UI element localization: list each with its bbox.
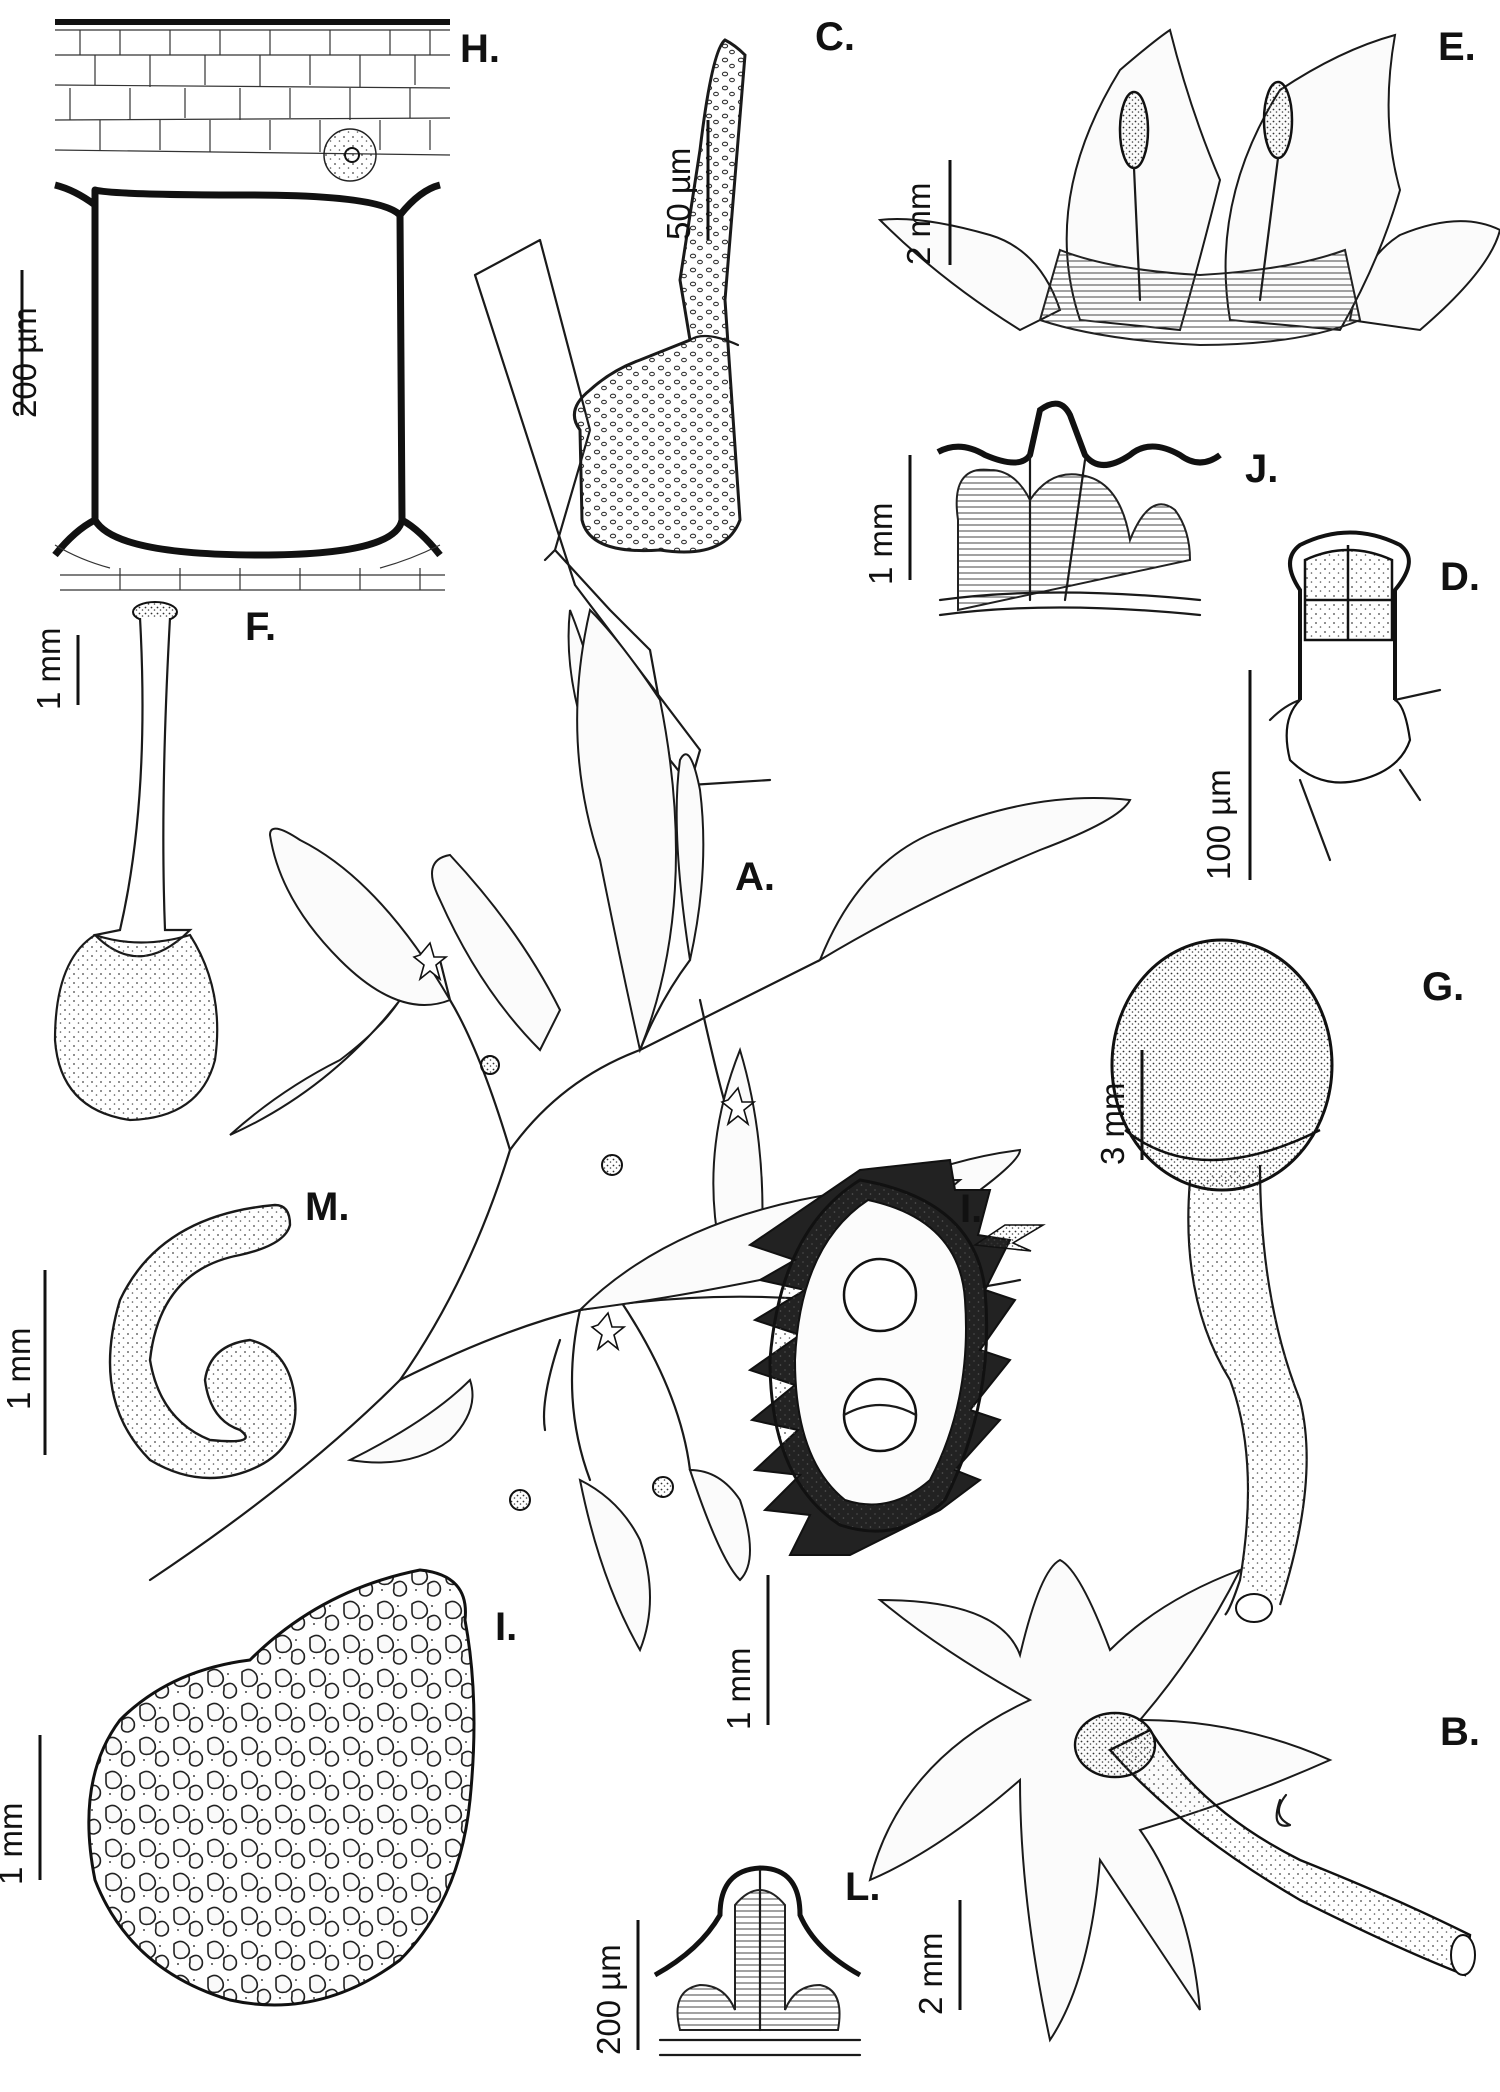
panel-h-label-group: H. 200 µm [6,27,500,418]
panel-j-label: I. [960,1187,982,1231]
panel-f-label-group: F. 1 mm [30,605,276,710]
panel-b-flower [868,1558,1476,2043]
panel-h-scale-text: 200 µm [6,307,43,418]
panel-h-leaf-section [52,19,451,591]
panel-g-label-group: G. 3 mm [1094,965,1464,1165]
panel-d-label: D. [1440,555,1480,599]
panel-e-label: E. [1438,25,1476,69]
panel-i-seed-surface [87,1568,476,2007]
panel-a-habit [148,608,1132,1653]
panel-c-label: C. [815,15,855,59]
panel-l-papillae [653,1865,862,2057]
panel-d-label-group: D. 100 µm [1200,555,1480,880]
panel-d-glandular-trichome [1268,530,1442,862]
panel-e-label-group: E. 2 mm [900,25,1476,265]
panel-m-label: M. [305,1185,349,1229]
panel-h-label: H. [460,27,500,71]
panel-b-label: B. [1440,1710,1480,1754]
panel-f-scale-text: 1 mm [30,628,67,711]
panel-b-label-group: B. 2 mm [912,1710,1480,2015]
panel-g-scale-text: 3 mm [1094,1083,1131,1166]
panel-k-scale-text: 1 mm [862,503,899,586]
panel-i-label-visible: I. [495,1605,517,1649]
panel-k-label-group: J. 1 mm [862,447,1278,585]
panel-c-scale-text: 50 µm [660,148,697,240]
panel-m-embryo [108,1203,297,1480]
panel-g-label: G. [1422,965,1464,1009]
panel-j-scale-text: 1 mm [720,1648,757,1731]
panel-k-label: J. [1245,447,1278,491]
panel-i-scale-text-visible: 1 mm [0,1803,29,1886]
panel-l-scale-text: 200 µm [590,1944,627,2055]
panel-a-label: A. [735,855,775,899]
panel-f-label: F. [245,605,276,649]
panel-j-seed-section [747,1158,1046,1556]
panel-e-scale-text: 2 mm [900,183,937,266]
panel-b-scale-text: 2 mm [912,1933,949,2016]
panel-m-scale-text: 1 mm [0,1328,37,1411]
panel-k-papillae [936,400,1222,617]
panel-e-corolla [877,28,1500,347]
panel-d-scale-text: 100 µm [1200,769,1237,880]
panel-m-label-group: M. 1 mm [0,1185,349,1455]
panel-j-label-group: I. 1 mm [720,1187,982,1730]
panel-c-label-group: C. 50 µm [660,15,855,240]
panel-g-fruit [1110,938,1334,1623]
panel-f-pistil [53,601,219,1122]
